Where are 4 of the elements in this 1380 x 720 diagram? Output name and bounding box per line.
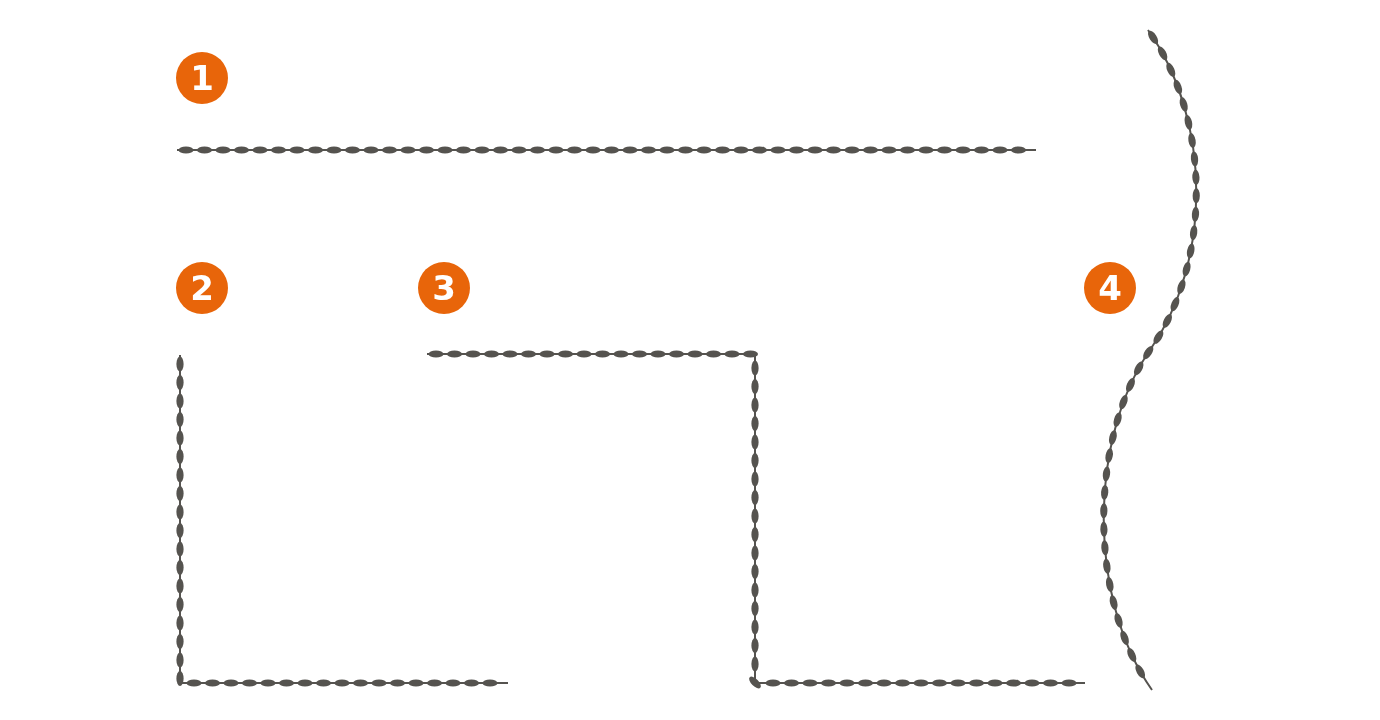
callout-number: 3 bbox=[418, 262, 470, 314]
callout-number: 4 bbox=[1084, 262, 1136, 314]
callout-number: 1 bbox=[176, 52, 228, 104]
callout-number: 2 bbox=[176, 262, 228, 314]
